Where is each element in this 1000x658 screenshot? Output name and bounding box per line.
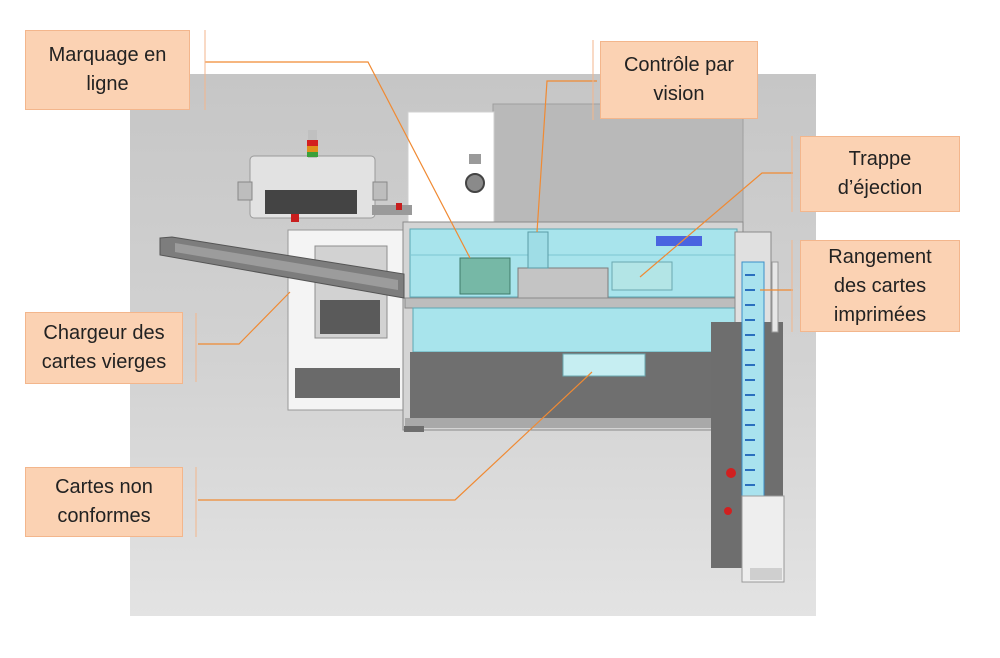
signal-light-orange bbox=[307, 146, 318, 152]
vision-camera bbox=[527, 231, 549, 269]
side-rail-right bbox=[771, 261, 779, 333]
signal-light-green bbox=[307, 152, 318, 157]
callout-trappe-ejection: Trappe d’éjection bbox=[800, 136, 960, 212]
printer-side-left bbox=[237, 181, 253, 201]
signal-light-red bbox=[307, 140, 318, 146]
marking-head bbox=[459, 257, 511, 295]
callout-chargeur-label: Chargeur des cartes vierges bbox=[41, 322, 167, 373]
connector-bar bbox=[372, 205, 412, 215]
callout-rangement-cartes-imprimees: Rangement des cartes imprimées bbox=[800, 240, 960, 332]
callout-cartes-non-conformes: Cartes non conformes bbox=[25, 467, 183, 537]
tray-slot bbox=[750, 568, 782, 580]
printer-side-right bbox=[372, 181, 388, 201]
red-button-tower-top bbox=[726, 468, 736, 478]
leader-trappe bbox=[639, 172, 793, 278]
panel-knob-icon bbox=[465, 173, 485, 193]
callout-marquage-label: Marquage en ligne bbox=[48, 44, 167, 95]
callout-chargeur-cartes-vierges: Chargeur des cartes vierges bbox=[25, 312, 183, 384]
printer-window bbox=[265, 190, 357, 214]
red-button-left bbox=[291, 214, 299, 222]
body-base bbox=[405, 418, 740, 428]
middle-rail bbox=[404, 297, 744, 309]
leader-lines bbox=[198, 61, 793, 501]
leader-controle bbox=[536, 80, 597, 233]
foot-left bbox=[404, 426, 424, 432]
upper-glass-display bbox=[656, 236, 702, 246]
lower-glass bbox=[412, 307, 739, 353]
callout-controle-par-vision: Contrôle par vision bbox=[600, 41, 758, 119]
callout-trappe-label: Trappe d’éjection bbox=[837, 148, 923, 199]
red-button-right bbox=[396, 203, 402, 210]
back-panel-white bbox=[407, 111, 495, 225]
card-stack-column bbox=[741, 261, 765, 513]
reject-tray bbox=[562, 353, 646, 377]
vision-box bbox=[517, 267, 609, 299]
panel-label bbox=[469, 154, 481, 164]
leader-chargeur bbox=[198, 291, 291, 345]
callout-non-conformes-label: Cartes non conformes bbox=[55, 476, 153, 527]
callout-rangement-label: Rangement des cartes imprimées bbox=[828, 245, 932, 326]
callout-controle-label: Contrôle par vision bbox=[623, 54, 735, 105]
card-stack-ticks bbox=[745, 274, 755, 486]
back-panel-right bbox=[492, 103, 744, 227]
leader-non-conformes bbox=[198, 371, 593, 501]
left-frame-slot bbox=[320, 300, 380, 334]
callout-marquage-en-ligne: Marquage en ligne bbox=[25, 30, 190, 110]
leader-marquage bbox=[205, 61, 471, 259]
left-frame-base bbox=[295, 368, 400, 398]
red-button-tower-bottom bbox=[724, 507, 732, 515]
tray-box bbox=[741, 495, 785, 583]
callout-edge-lines bbox=[195, 30, 793, 537]
